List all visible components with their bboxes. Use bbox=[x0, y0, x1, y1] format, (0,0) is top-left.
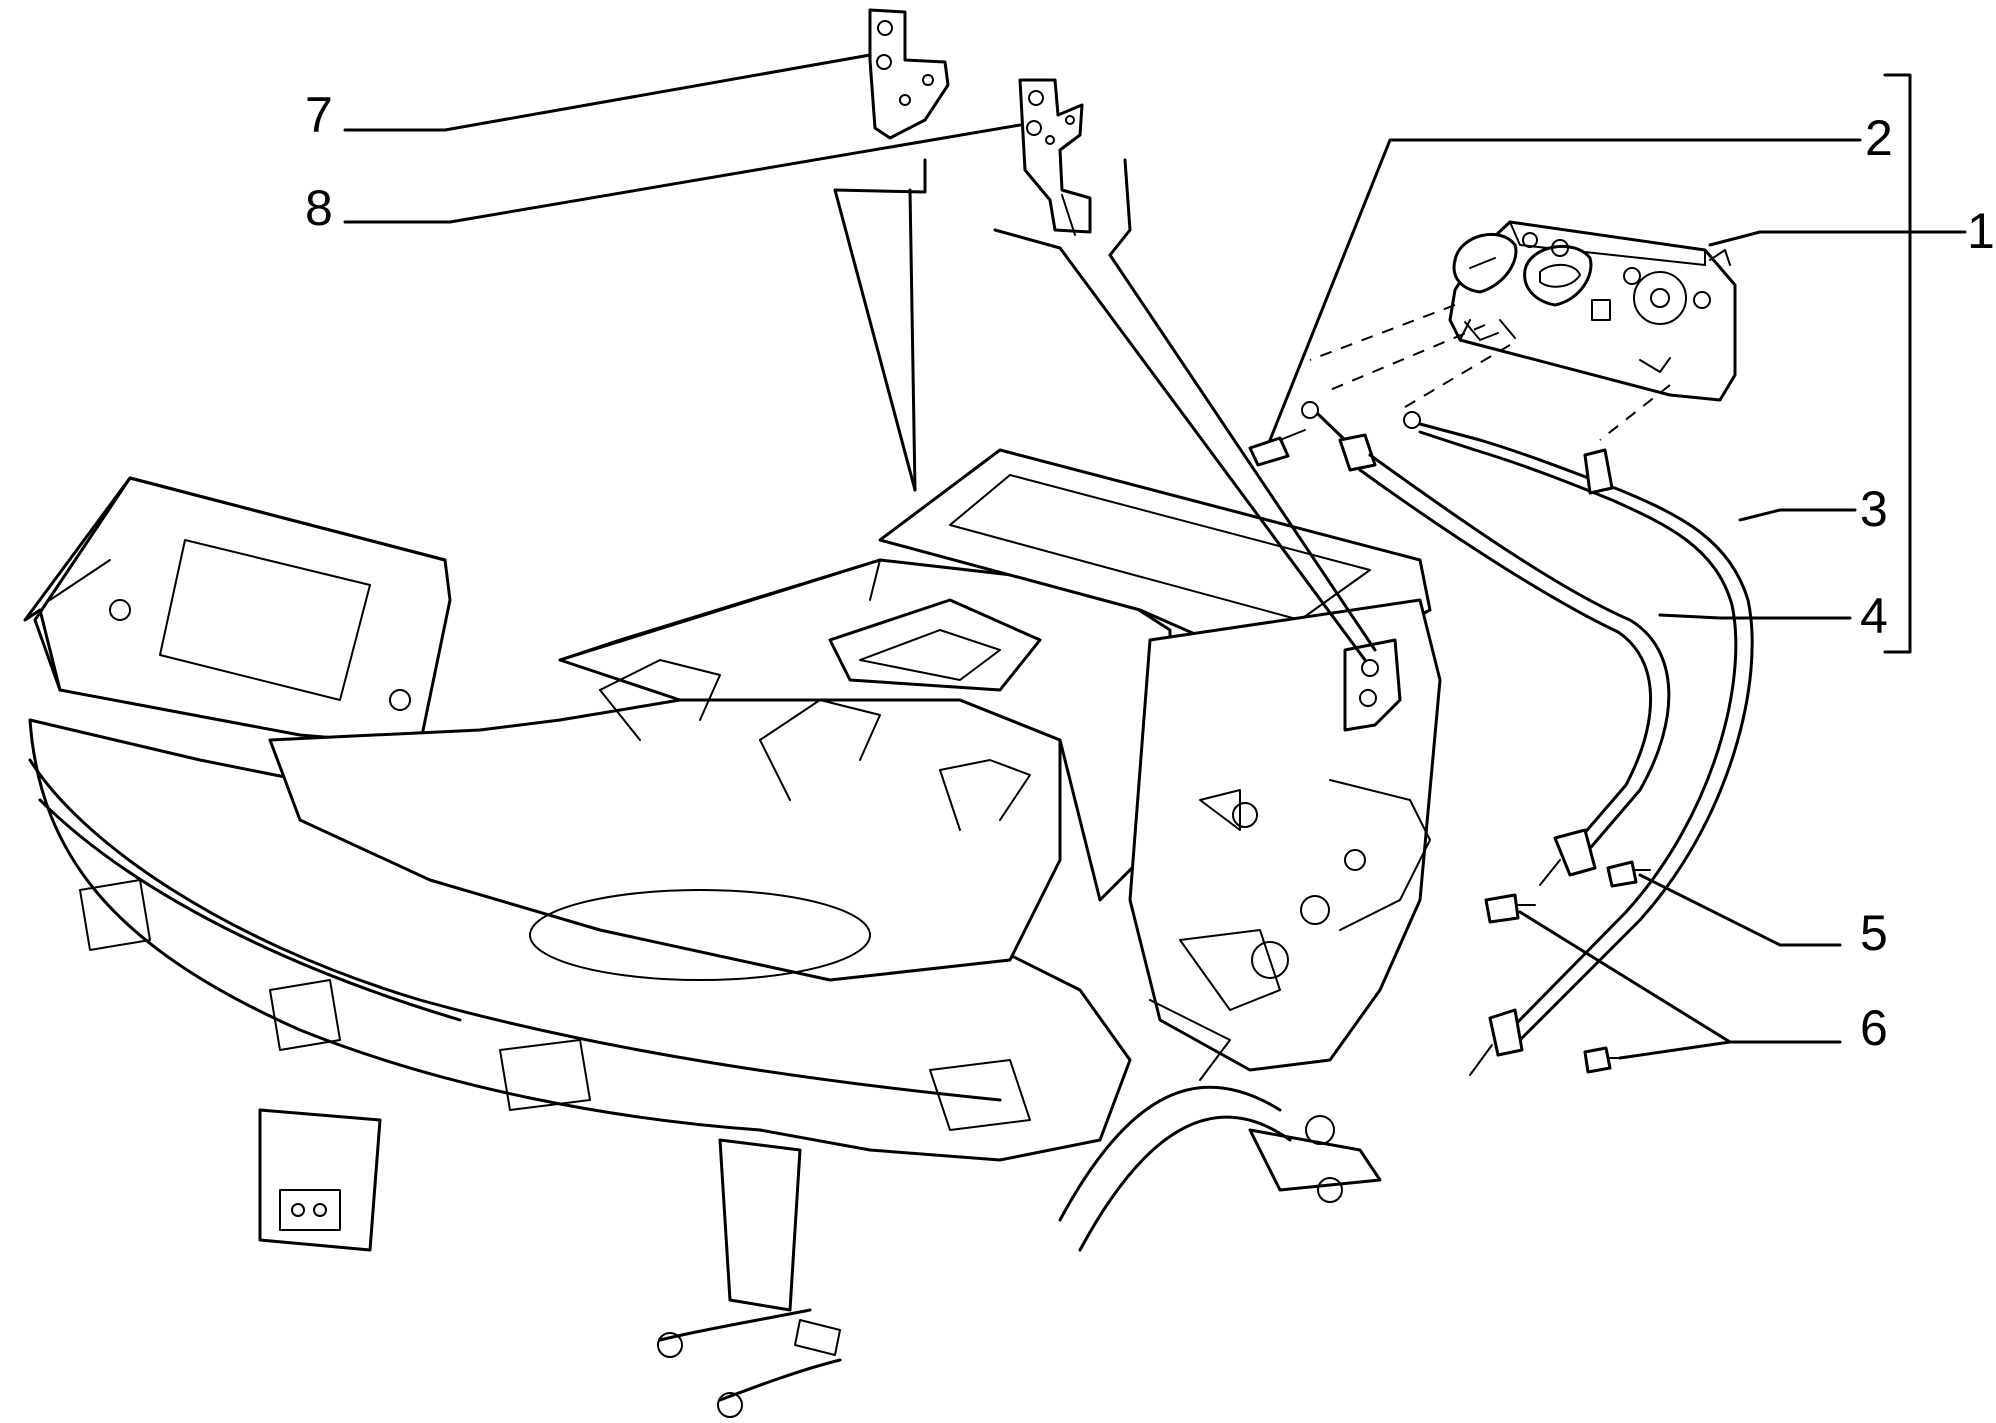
callout-7: 7 bbox=[305, 87, 333, 143]
screw-6-upper bbox=[1484, 893, 1536, 924]
group-bracket bbox=[1883, 73, 1912, 654]
bracket-8 bbox=[1018, 78, 1092, 236]
screw-2 bbox=[1248, 429, 1306, 467]
screw-5 bbox=[1606, 860, 1651, 888]
cable-3 bbox=[1403, 411, 1754, 1076]
cable-4 bbox=[1301, 401, 1671, 886]
heater-control-panel bbox=[1448, 220, 1737, 402]
callout-3: 3 bbox=[1860, 481, 1888, 537]
screw-6-lower bbox=[1583, 1046, 1623, 1074]
callout-2: 2 bbox=[1865, 110, 1893, 166]
callout-1: 1 bbox=[1967, 203, 1995, 259]
callout-labels: 7 8 2 1 3 4 5 6 bbox=[305, 87, 1995, 1056]
callout-8: 8 bbox=[305, 180, 333, 236]
leader-lines bbox=[343, 53, 1967, 1060]
callout-5: 5 bbox=[1860, 905, 1888, 961]
heater-housing bbox=[23, 448, 1442, 1418]
bracket-7 bbox=[868, 8, 950, 140]
mounted-bracket bbox=[1343, 638, 1402, 732]
callout-4: 4 bbox=[1860, 588, 1888, 644]
callout-6: 6 bbox=[1860, 1000, 1888, 1056]
